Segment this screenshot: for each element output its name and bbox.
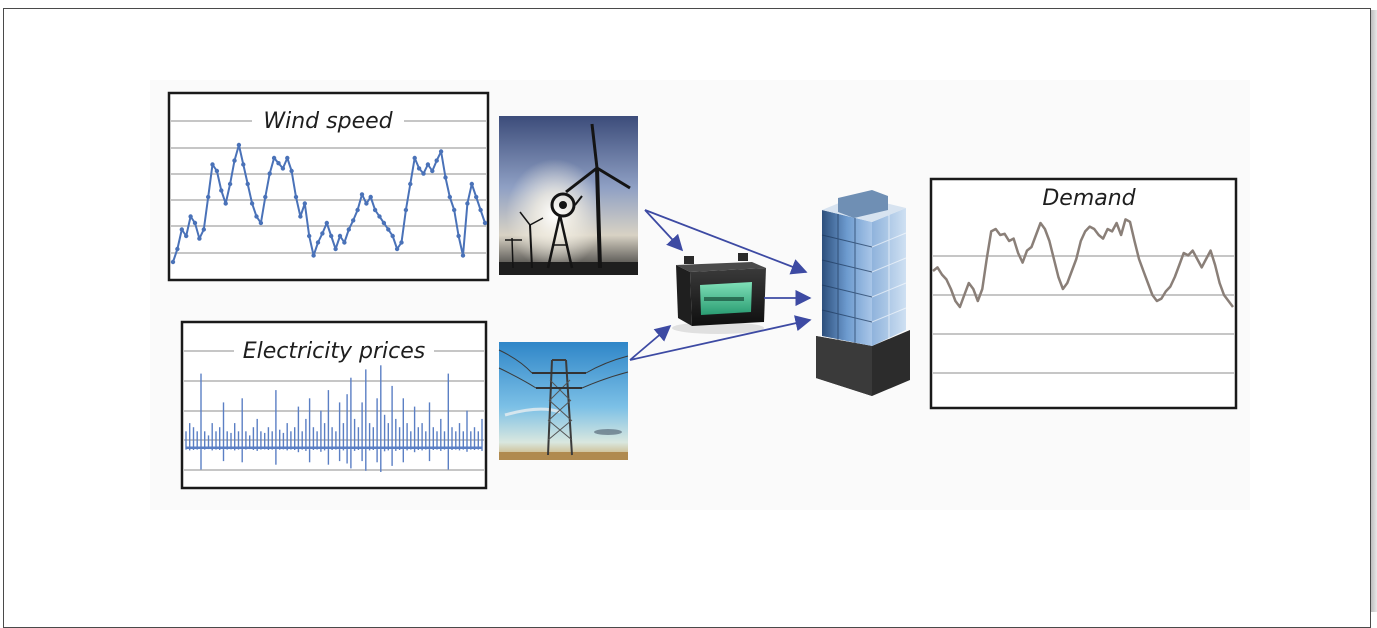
wind-speed-point-18 [249,201,255,206]
wind-speed-point-30 [302,201,307,206]
demand-line [932,218,1234,309]
wind-speed-point-23 [271,155,277,161]
wind-speed-point-38 [337,233,343,239]
wind-speed-point-31 [307,233,312,239]
wind-speed-point-12 [223,201,228,206]
figure-canvas: Wind speed Electricity prices [167,91,1238,490]
demand-title: Demand [1042,186,1136,211]
wind-speed-point-61 [438,149,444,154]
wind-speed-point-7 [201,227,206,232]
wind-speed-point-3 [184,233,189,239]
arrow-wind-to-battery [644,209,684,252]
wind-title-bg [252,108,404,134]
wind-speed-point-36 [329,233,334,239]
wind-speed-point-46 [372,207,378,213]
wind-speed-point-62 [443,175,448,180]
wind-speed-point-44 [364,201,369,206]
wind-speed-point-4 [188,214,193,219]
wind-speed-point-52 [399,240,404,245]
wind-speed-point-60 [434,158,439,163]
wind-speed-series [170,142,488,265]
wind-speed-point-17 [245,181,250,187]
figure-page: Wind speed Electricity prices [3,8,1377,628]
wind-speed-point-21 [263,194,268,200]
wind-speed-point-6 [197,236,202,241]
wind-speed-point-19 [254,214,259,219]
demand-series [932,218,1234,309]
wind-speed-point-68 [469,181,474,187]
wind-speed-point-65 [456,233,461,239]
wind-speed-point-25 [280,166,286,171]
wind-speed-point-40 [346,227,351,232]
wind-speed-point-57 [421,171,426,176]
wind-speed-point-66 [460,253,466,258]
wind-speed-point-63 [447,194,452,200]
wind-speed-title: Wind speed [263,109,393,134]
wind-speed-point-54 [408,181,413,187]
demand-chart: Demand [929,177,1238,410]
wind-speed-point-58 [425,162,431,167]
wind-speed-point-10 [214,168,220,174]
electricity-prices-title: Electricity prices [243,339,426,364]
wind-speed-point-45 [368,194,373,200]
page-edge-shadow [1371,10,1377,612]
wind-speed-point-27 [289,168,294,174]
wind-speed-point-41 [351,218,356,223]
wind-speed-point-1 [175,246,180,252]
flow-arrows [629,209,812,361]
wind-speed-point-16 [241,162,246,167]
wind-speed-point-64 [452,207,457,213]
wind-speed-point-24 [276,161,281,166]
wind-speed-point-9 [210,162,215,167]
power-pylon-photo [498,342,629,460]
electricity-prices-series [185,365,483,472]
wind-speed-point-0 [170,259,176,265]
wind-speed-point-33 [315,240,321,245]
wind-speed-point-53 [403,207,409,213]
wind-speed-point-14 [232,158,237,163]
wind-speed-point-71 [482,220,488,226]
wind-speed-point-32 [311,253,316,258]
wind-speed-point-43 [359,192,365,197]
wind-speed-point-22 [267,171,272,176]
wind-speed-chart: Wind speed [167,91,490,282]
wind-speed-point-49 [386,227,391,232]
arrow-grid-to-building [629,315,812,361]
wind-speed-point-15 [236,142,242,148]
arrow-grid-to-battery [629,324,672,361]
battery-icon [672,253,766,334]
arrow-wind-to-building [644,209,808,275]
wind-speed-point-56 [416,166,422,171]
wind-speed-point-50 [390,233,395,239]
wind-speed-point-26 [285,155,290,161]
electricity-prices-chart: Electricity prices [180,320,488,490]
wind-speed-point-51 [394,246,400,252]
wind-speed-point-29 [298,214,303,219]
wind-turbines-photo [499,116,638,275]
wind-speed-point-47 [377,214,382,219]
office-building-icon [816,190,910,396]
wind-speed-point-2 [179,227,184,232]
wind-speed-point-67 [465,201,470,206]
prices-title-bg [234,338,434,364]
wind-speed-point-69 [474,194,479,200]
wind-speed-point-55 [412,155,417,161]
wind-speed-point-34 [320,231,325,236]
wind-speed-point-48 [381,220,387,226]
wind-speed-point-42 [355,207,360,213]
wind-speed-point-5 [192,220,198,226]
wind-speed-point-8 [206,194,211,200]
wind-speed-point-39 [342,240,347,245]
wind-speed-point-11 [219,188,224,193]
wind-speed-point-35 [324,220,329,226]
wind-speed-point-70 [478,207,483,213]
wind-speed-point-20 [258,220,264,226]
wind-speed-point-13 [227,181,233,187]
wind-speed-point-37 [333,246,338,252]
wind-speed-point-28 [293,194,299,200]
wind-speed-point-59 [430,168,435,174]
